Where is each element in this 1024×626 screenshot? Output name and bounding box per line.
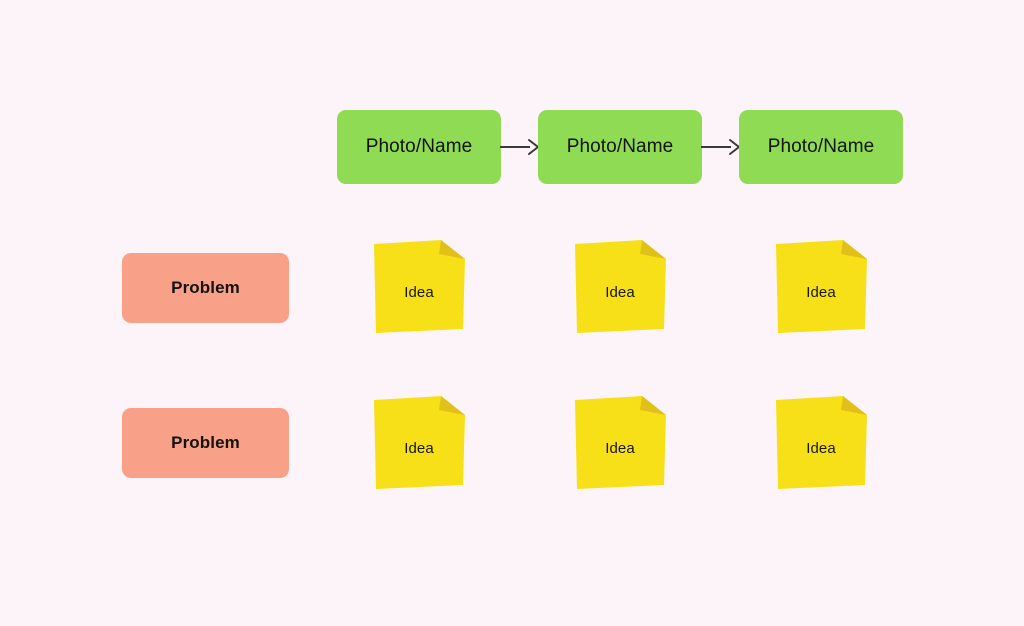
idea-sticky-note[interactable]: Idea xyxy=(775,396,867,490)
sticky-note-shape-icon xyxy=(575,396,666,489)
problem-card-label: Problem xyxy=(171,278,240,297)
sticky-note-shape-icon xyxy=(374,396,465,489)
person-card-3[interactable]: Photo/Name xyxy=(739,110,903,184)
flow-arrow-1-icon xyxy=(500,139,539,155)
idea-note-label: Idea xyxy=(605,284,635,301)
person-card-label: Photo/Name xyxy=(365,136,473,157)
person-card-label: Photo/Name xyxy=(767,136,875,157)
sticky-note-shape-icon xyxy=(575,240,666,333)
idea-note-label: Idea xyxy=(806,284,836,301)
idea-sticky-note[interactable]: Idea xyxy=(574,240,666,334)
sticky-note-shape-icon xyxy=(776,396,867,489)
flow-arrow-2-icon xyxy=(701,139,740,155)
idea-note-label: Idea xyxy=(404,440,434,457)
idea-sticky-note[interactable]: Idea xyxy=(373,396,465,490)
idea-note-label: Idea xyxy=(605,440,635,457)
idea-sticky-note[interactable]: Idea xyxy=(373,240,465,334)
problem-card-2[interactable]: Problem xyxy=(122,408,289,478)
problem-card-1[interactable]: Problem xyxy=(122,253,289,323)
idea-note-label: Idea xyxy=(404,284,434,301)
idea-note-label: Idea xyxy=(806,440,836,457)
problem-card-label: Problem xyxy=(171,433,240,452)
sticky-note-shape-icon xyxy=(776,240,867,333)
person-card-label: Photo/Name xyxy=(566,136,674,157)
person-card-2[interactable]: Photo/Name xyxy=(538,110,702,184)
person-card-1[interactable]: Photo/Name xyxy=(337,110,501,184)
sticky-note-shape-icon xyxy=(374,240,465,333)
idea-sticky-note[interactable]: Idea xyxy=(574,396,666,490)
idea-sticky-note[interactable]: Idea xyxy=(775,240,867,334)
